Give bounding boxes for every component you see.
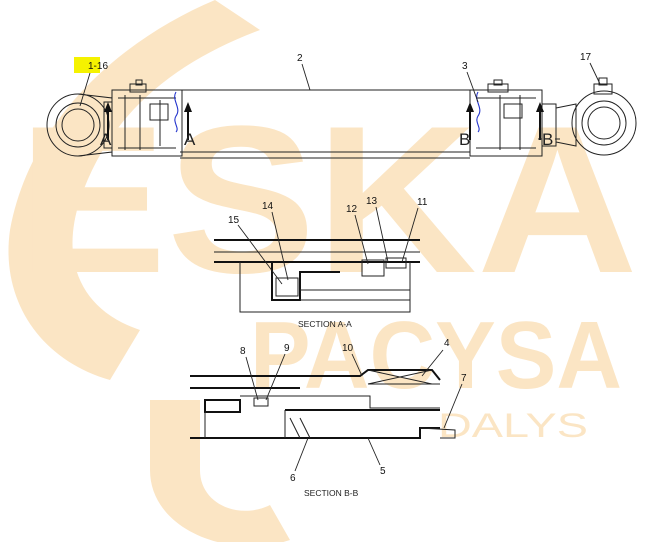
callout-11: 11 [417, 197, 428, 208]
section-mark-b-left: B [459, 130, 470, 149]
cylinder-assembly-view: A A B B 1-16 2 3 17 [46, 52, 637, 159]
section-arrows-a [104, 102, 192, 140]
left-eye [46, 93, 113, 157]
watermark-brand: ESKA [18, 82, 638, 317]
watermark-sub-caption: DALYS [438, 407, 588, 445]
callout-highlight [74, 57, 100, 73]
watermark-hook [150, 400, 290, 542]
left-head [111, 79, 183, 157]
watermark-swirl [8, 0, 261, 380]
callout-1-16: 1-16 [88, 61, 108, 72]
section-a-a-view: 15 14 12 13 11 SECTION A-A [214, 196, 428, 329]
callout-17: 17 [580, 52, 592, 63]
watermark-sub-brand: PACYSA [250, 302, 622, 409]
callout-5: 5 [380, 466, 386, 477]
section-mark-a-left: A [100, 130, 112, 149]
callout-7: 7 [461, 373, 467, 384]
callout-8: 8 [240, 346, 246, 357]
left-break-line [174, 91, 179, 133]
section-b-b-title: SECTION B-B [304, 488, 359, 498]
watermark: ESKA PACYSA DALYS [8, 0, 638, 542]
right-eye [571, 77, 637, 156]
callout-4: 4 [444, 338, 450, 349]
section-a-a-title: SECTION A-A [298, 319, 352, 329]
callout-6: 6 [290, 473, 296, 484]
callout-10: 10 [342, 343, 354, 354]
section-b-b-view: 8 9 10 4 7 5 6 SECTION B-B [190, 338, 467, 498]
callout-15: 15 [228, 215, 240, 226]
callout-2: 2 [297, 53, 303, 64]
callout-12: 12 [346, 204, 358, 215]
cylinder-tube [180, 89, 470, 159]
callout-13: 13 [366, 196, 378, 207]
section-mark-b-right: B [542, 130, 553, 149]
callout-9: 9 [284, 343, 290, 354]
callout-3: 3 [462, 61, 468, 72]
callout-14: 14 [262, 201, 274, 212]
section-mark-a-right: A [184, 130, 196, 149]
section-arrows-b [466, 102, 544, 140]
